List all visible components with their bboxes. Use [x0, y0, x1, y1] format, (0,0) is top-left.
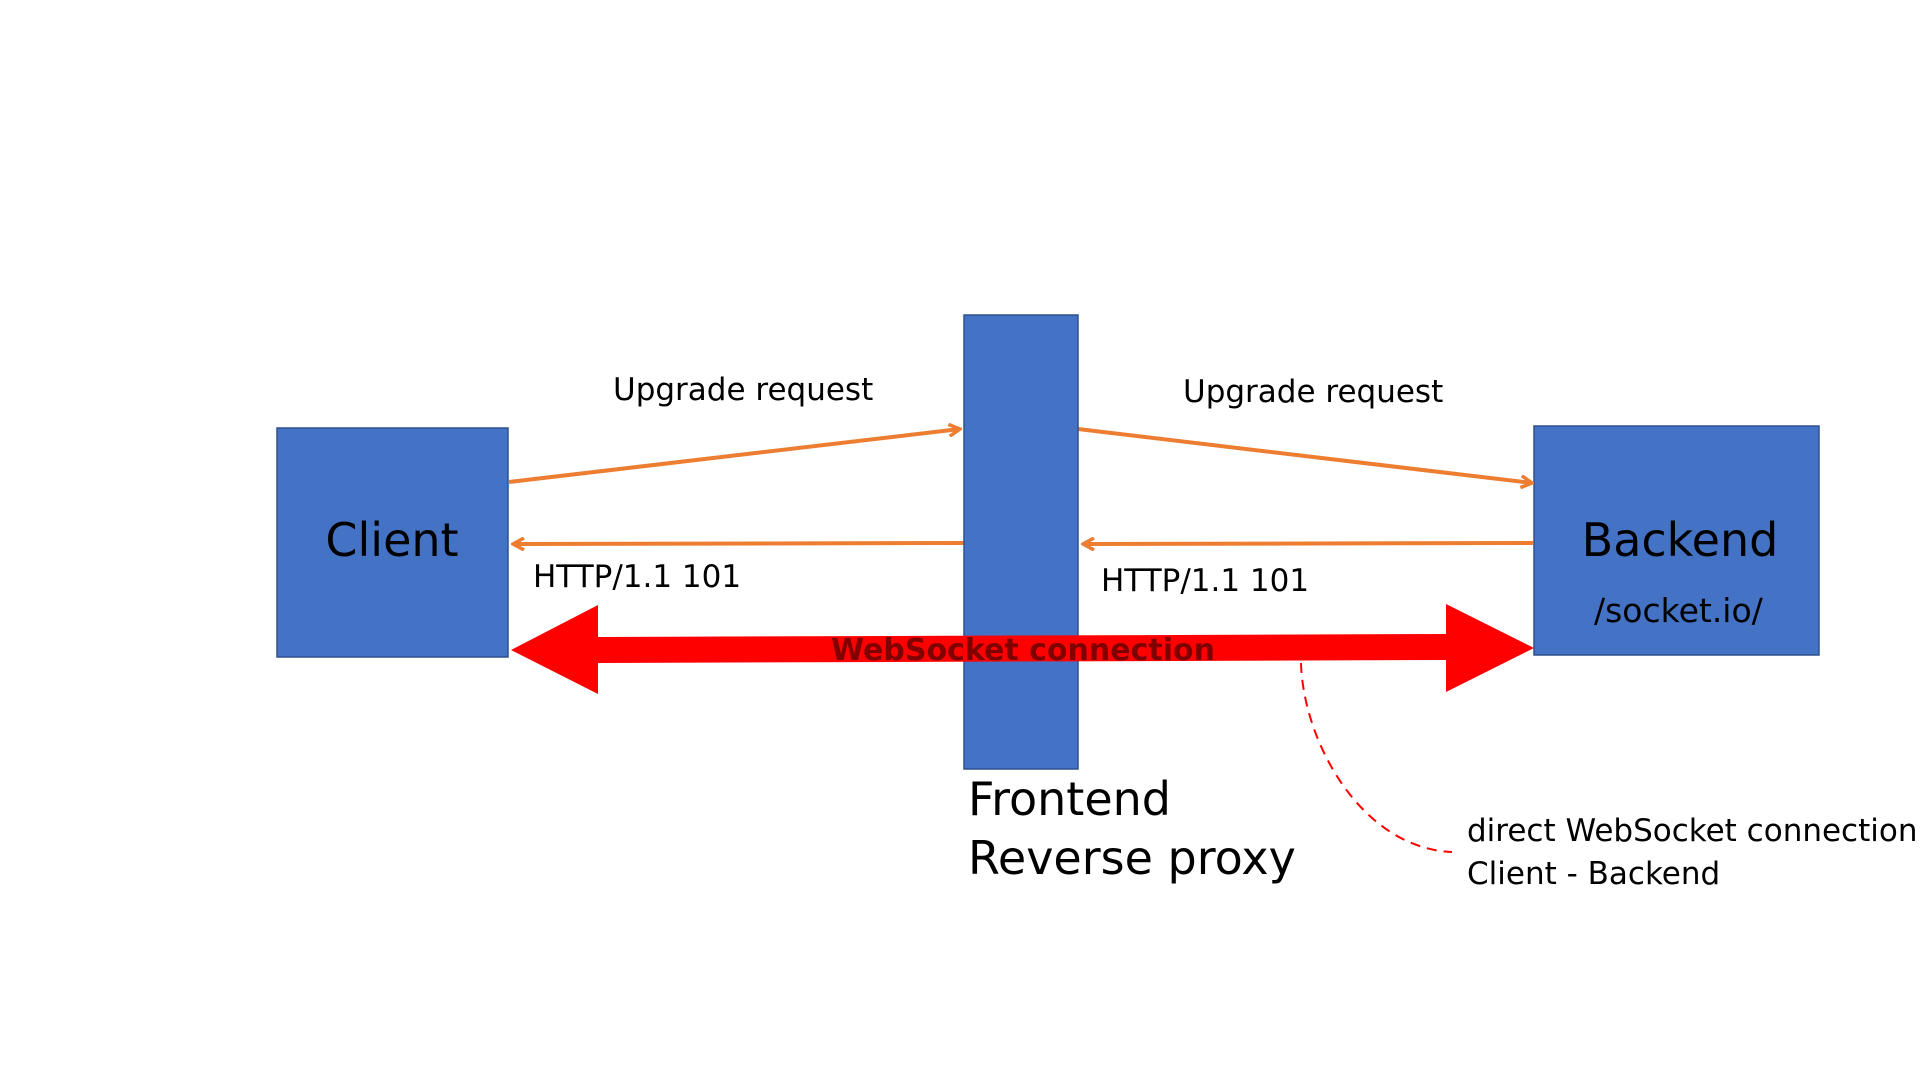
upgrade-request-arrow-client-frontend	[508, 429, 960, 484]
client-label: Client	[325, 513, 458, 567]
upgrade-request-arrow-frontend-backend	[1077, 427, 1532, 483]
websocket-connection-arrow	[511, 604, 1534, 694]
backend-label: Backend	[1582, 513, 1779, 567]
annotation-connector-line	[1300, 662, 1453, 853]
http-101-label-right: HTTP/1.1 101	[1101, 563, 1309, 599]
http-101-arrow-frontend-client	[513, 543, 966, 544]
backend-node	[1533, 425, 1820, 656]
frontend-label: Frontend	[968, 772, 1171, 826]
client-node	[276, 427, 509, 658]
upgrade-request-label-left: Upgrade request	[613, 372, 873, 408]
annotation-line-1: direct WebSocket connection	[1467, 813, 1917, 849]
http-101-arrow-backend-frontend	[1083, 543, 1534, 544]
http-101-label-left: HTTP/1.1 101	[533, 559, 741, 595]
frontend-node	[963, 314, 1079, 770]
annotation-line-2: Client - Backend	[1467, 856, 1720, 892]
upgrade-request-label-right: Upgrade request	[1183, 374, 1443, 410]
reverse-proxy-label: Reverse proxy	[968, 831, 1296, 885]
websocket-connection-label: WebSocket connection	[831, 633, 1215, 668]
backend-path-label: /socket.io/	[1594, 591, 1764, 630]
